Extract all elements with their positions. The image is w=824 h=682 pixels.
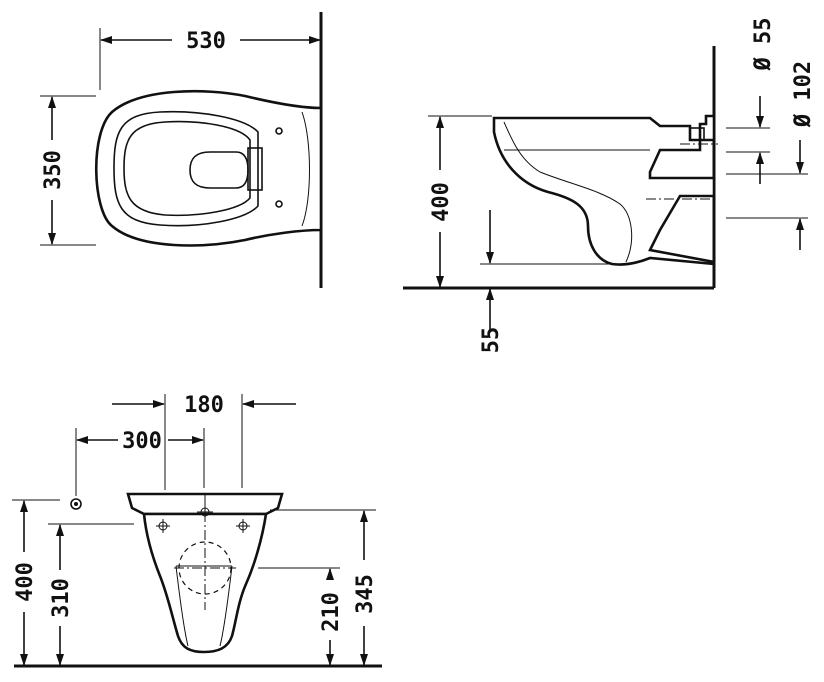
inlet-point-icon xyxy=(74,502,78,506)
waste-opening xyxy=(189,151,249,189)
top-view: 530 350 xyxy=(40,12,323,288)
bowl-front-outline xyxy=(142,512,268,654)
bottom-offset-label: 55 xyxy=(479,327,504,354)
depth-dimension-label: 350 xyxy=(41,150,66,190)
fixing-hole-icon xyxy=(275,127,283,135)
inlet-height-label: 310 xyxy=(49,578,74,618)
offset-label: 300 xyxy=(122,429,162,454)
width-dimension-label: 530 xyxy=(186,29,226,54)
outlet-height-label: 210 xyxy=(319,592,344,632)
inlet-diameter-label: Ø 55 xyxy=(751,18,776,72)
inner-bowl-line xyxy=(503,121,633,263)
front-view: 180 300 400 310 345 210 xyxy=(12,393,382,668)
inlet-pipe xyxy=(689,127,705,141)
bowl-side-outline xyxy=(492,114,716,266)
fixing-point-icon xyxy=(197,504,213,520)
seat-inner xyxy=(123,120,251,217)
wall-flange xyxy=(301,111,310,227)
pedestal-outline xyxy=(175,565,233,647)
fixing-hole-icon xyxy=(275,200,283,208)
bolt-spacing-label: 180 xyxy=(184,393,224,418)
fixing-point-icon xyxy=(236,519,250,533)
inlet-point-icon xyxy=(70,498,82,510)
seat-outline xyxy=(113,110,259,227)
height-dimension-label: 400 xyxy=(429,182,454,222)
bowl-outline xyxy=(94,89,323,247)
total-height-label: 400 xyxy=(13,562,38,602)
outlet-diameter-label: Ø 102 xyxy=(791,61,816,128)
rim-height-label: 345 xyxy=(353,574,378,614)
fixing-point-icon xyxy=(156,519,170,533)
side-view: 400 55 Ø 55 Ø 102 xyxy=(403,18,816,354)
